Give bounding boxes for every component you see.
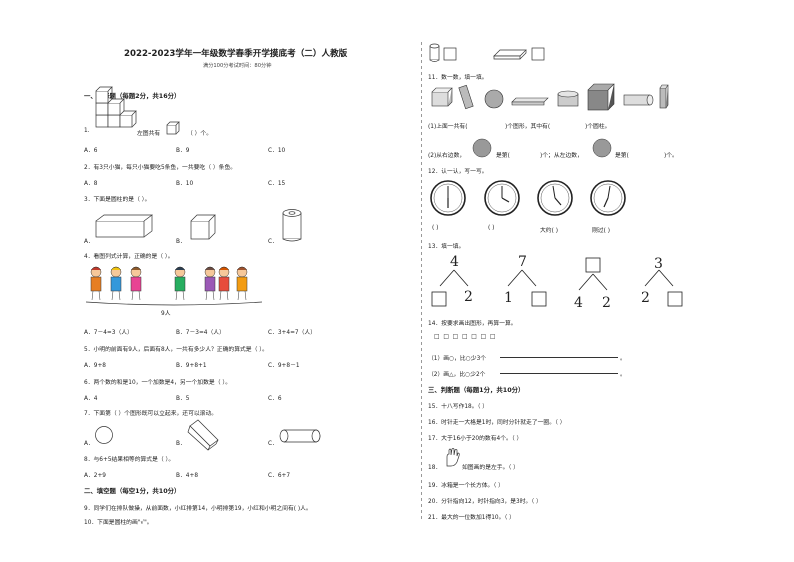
q14-period-2: 。 [620,372,626,378]
section-3-heading: 三、判断题（每题1分，共10分） [428,386,525,394]
section-1-heading: 一、选择题（每题2分，共16分） [84,92,181,100]
q11-ball-icon-1 [472,138,492,158]
q20-text: 20．分针指向12，时针指向3，是3时。（ ） [428,499,542,505]
q6-option-b[interactable]: B．5 [176,396,190,402]
page-title: 2022-2023学年一年级数学春季开学摸底考（二）人教版 [124,49,348,59]
q4-text: 4．看图列式计算，正确的是（ ）。 [84,254,174,260]
q7-option-a[interactable]: A． [84,441,94,447]
q12-clocks [430,180,626,216]
q2-option-b[interactable]: B．10 [176,181,194,187]
q2-text: 2．有3只小猫，每只小猫要吃5条鱼，一共要吃（ ）条鱼。 [84,165,237,171]
q4-option-b[interactable]: B．7－3=4（人） [176,330,225,336]
q3-option-a[interactable]: A． [84,239,94,245]
hand-icon [446,448,460,467]
q7-option-c[interactable]: C． [268,441,278,447]
q7-sphere-figure [95,426,113,444]
section-2-heading: 二、填空题（每空1分，共10分） [84,487,181,495]
q14-squares-row: □ □ □ □ □ □ □ [434,334,497,340]
q4-children-picture [85,266,263,306]
q1-small-cube-icon [166,121,180,135]
q12-label-3: 大约( ) [540,228,558,234]
column-divider [421,42,422,522]
q13-tree3-left: 4 [574,295,583,311]
q4-option-a[interactable]: A．7－4=3（人） [84,330,133,336]
q1-option-b[interactable]: B．9 [176,148,190,154]
q11-text: 11．数一数，填一填。 [428,75,488,81]
q14-period-1: 。 [620,356,626,362]
q19-text: 19．冰箱是一个长方体。（ ） [428,483,504,489]
q4-total-label: 9人 [161,311,171,317]
q3-text: 3．下面是圆柱的是（ ）。 [84,197,151,203]
q14-part-1: （1）画○，比○少3个 [428,356,487,362]
q13-text: 13．填一填。 [428,244,465,250]
q13-tree2-top: 7 [518,254,527,270]
q5-option-c[interactable]: C．9+8－1 [268,363,300,369]
q7-text: 7．下面第（ ）个图形既可以立起来，还可以滚动。 [84,411,218,417]
q11-line1-part1: (1)上面一共有( [428,124,468,130]
q9-text: 9．同学们在排队做操，从前面数，小红排第14，小明排第19，小红和小明之间有( … [84,506,312,512]
q17-text: 17．大于16小于20的数有4个。（ ） [428,436,523,442]
q7-tilted-cuboid-figure [187,419,219,451]
q11-line2-part3: )个；从左边数， [540,153,583,159]
q1-cube-stack-figure [95,86,137,128]
q11-line1-part3: )个圆柱。 [585,124,611,130]
q11-line1-part2: )个图形，其中有( [505,124,551,130]
q13-tree4-top: 3 [654,256,663,272]
q5-option-a[interactable]: A．9+8 [84,363,106,369]
q2-option-a[interactable]: A．8 [84,181,98,187]
q8-option-a[interactable]: A．2+9 [84,473,106,479]
q10-text: 10．下面是圆柱的画"√"。 [84,520,153,526]
q8-option-c[interactable]: C．6+7 [268,473,291,479]
q11-line2-part1: (2)从右边数， [428,153,466,159]
q3-tape-roll-figure [282,209,302,242]
q13-tree3-right: 2 [602,295,611,311]
q21-text: 21．最大的一位数加1得10。（ ） [428,515,515,521]
q13-number-bonds [431,257,683,307]
q13-tree1-right: 2 [464,289,473,305]
q5-text: 5．小明的前面有9人，后面有8人，一共有多少人？正确的算式是（ ）。 [84,347,268,353]
q12-label-1: ( ) [432,225,439,231]
q3-option-b[interactable]: B． [176,239,186,245]
q7-cylinder-lying-figure [279,429,321,443]
q13-tree1-top: 4 [450,254,459,270]
q14-answer-line-1[interactable] [500,357,618,358]
q12-text: 12．认一认，写一写。 [428,169,488,175]
q1-number: 1. [84,128,90,134]
q11-ball-icon-2 [592,138,612,158]
q2-option-c[interactable]: C．15 [268,181,286,187]
q11-solids-row [431,83,669,111]
q3-cube-figure [190,214,216,240]
q13-tree2-left: 1 [504,290,513,306]
q6-option-c[interactable]: C．6 [268,396,282,402]
q1-option-a[interactable]: A．6 [84,148,98,154]
q12-label-4: 刚过( ) [592,228,610,234]
q12-label-2: ( ) [488,225,495,231]
q11-line2-part2: 是第( [496,153,510,159]
q14-part-2: （2）画△，比○少2个 [428,372,486,378]
q1-text: 左图共有 [137,131,161,137]
q7-option-b[interactable]: B． [176,441,186,447]
q1-option-c[interactable]: C．10 [268,148,286,154]
q6-text: 6．两个数的和是10，一个加数是4，另一个加数是（ ）。 [84,380,232,386]
q16-text: 16．时针走一大格是1时，同时分针就走了一圈。（ ） [428,420,566,426]
q18-number: 18． [428,465,442,471]
q8-text: 8．与6+5结果相等的算式是（ ）。 [84,457,175,463]
q14-answer-line-2[interactable] [500,373,618,374]
q3-option-c[interactable]: C． [268,239,278,245]
q13-tree4-left: 2 [641,290,650,306]
q8-option-b[interactable]: B．4+8 [176,473,199,479]
q5-option-b[interactable]: B．9+8+1 [176,363,207,369]
q11-line2-part5: )个。 [664,153,678,159]
q10-figures-row [429,43,545,62]
q6-option-a[interactable]: A．4 [84,396,98,402]
q14-text: 14．按要求画出图形，再算一算。 [428,321,517,327]
q4-option-c[interactable]: C．3+4=7（人） [268,330,317,336]
q1-tail: （ ）个。 [187,131,213,137]
q15-text: 15．十八写作18。（ ） [428,404,489,410]
page-subtitle: 满分100分考试时间：80分钟 [203,63,272,69]
q3-cuboid-figure [95,214,154,238]
q11-line2-part4: 是第( [615,153,629,159]
q18-text: 如图画的是左手。（ ） [462,465,519,471]
